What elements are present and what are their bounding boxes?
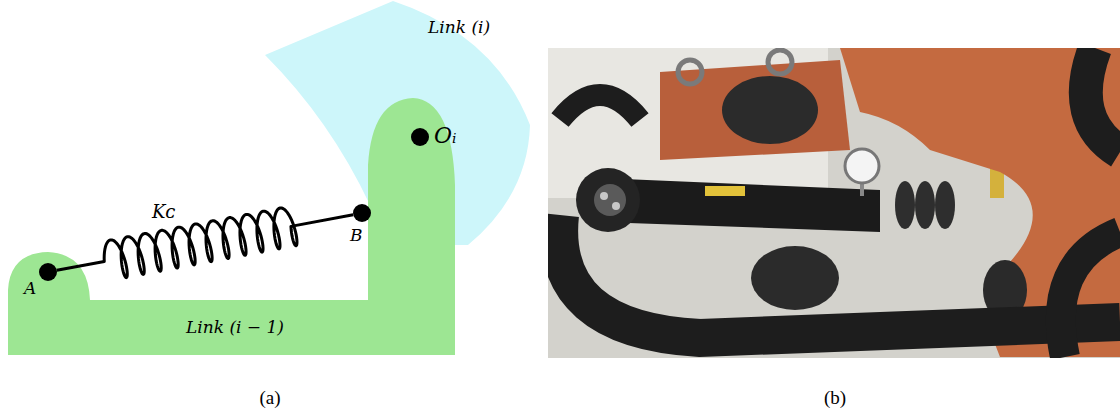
gas-spring-cylinder: [600, 178, 880, 232]
eye-bolt: [768, 50, 792, 74]
link-name: Link (i − 1): [186, 318, 336, 337]
accumulator: [751, 246, 839, 310]
bolt: [600, 192, 608, 200]
robot-base: [660, 60, 850, 160]
pivot-point: Oᵢ: [411, 128, 429, 146]
pressure-gauge: [845, 149, 879, 183]
bolt: [612, 202, 620, 210]
bellows: [895, 181, 915, 229]
link-body: [8, 98, 455, 355]
cable-hose: [1086, 48, 1120, 152]
link-name: Link (i): [428, 18, 528, 37]
spring-connector: [57, 208, 353, 278]
accumulator: [722, 76, 818, 144]
cable-hose: [559, 215, 1120, 338]
cylinder-eye-plate: [594, 184, 626, 216]
attach-point: B: [353, 204, 371, 222]
attach-point: A: [39, 263, 57, 281]
warning-sticker: [705, 186, 745, 196]
cable-hose: [1061, 232, 1120, 357]
eye-bolt: [678, 60, 702, 84]
bellows: [935, 181, 955, 229]
cable-hose: [560, 95, 640, 120]
subfigure-label: (b): [810, 388, 860, 409]
spring-constant: Kᴄ: [152, 202, 176, 222]
robot-photo: [548, 48, 1120, 358]
cylinder-eye: [576, 168, 640, 232]
point-label: Oᵢ: [434, 124, 474, 148]
point-label: B: [350, 226, 380, 245]
bellows: [915, 181, 935, 229]
link-shape: Link (i − 1) OᵢA B: [5, 95, 460, 360]
point-label: A: [24, 279, 54, 298]
photo-background: [548, 48, 1120, 358]
subfigure-label: (a): [245, 388, 295, 409]
